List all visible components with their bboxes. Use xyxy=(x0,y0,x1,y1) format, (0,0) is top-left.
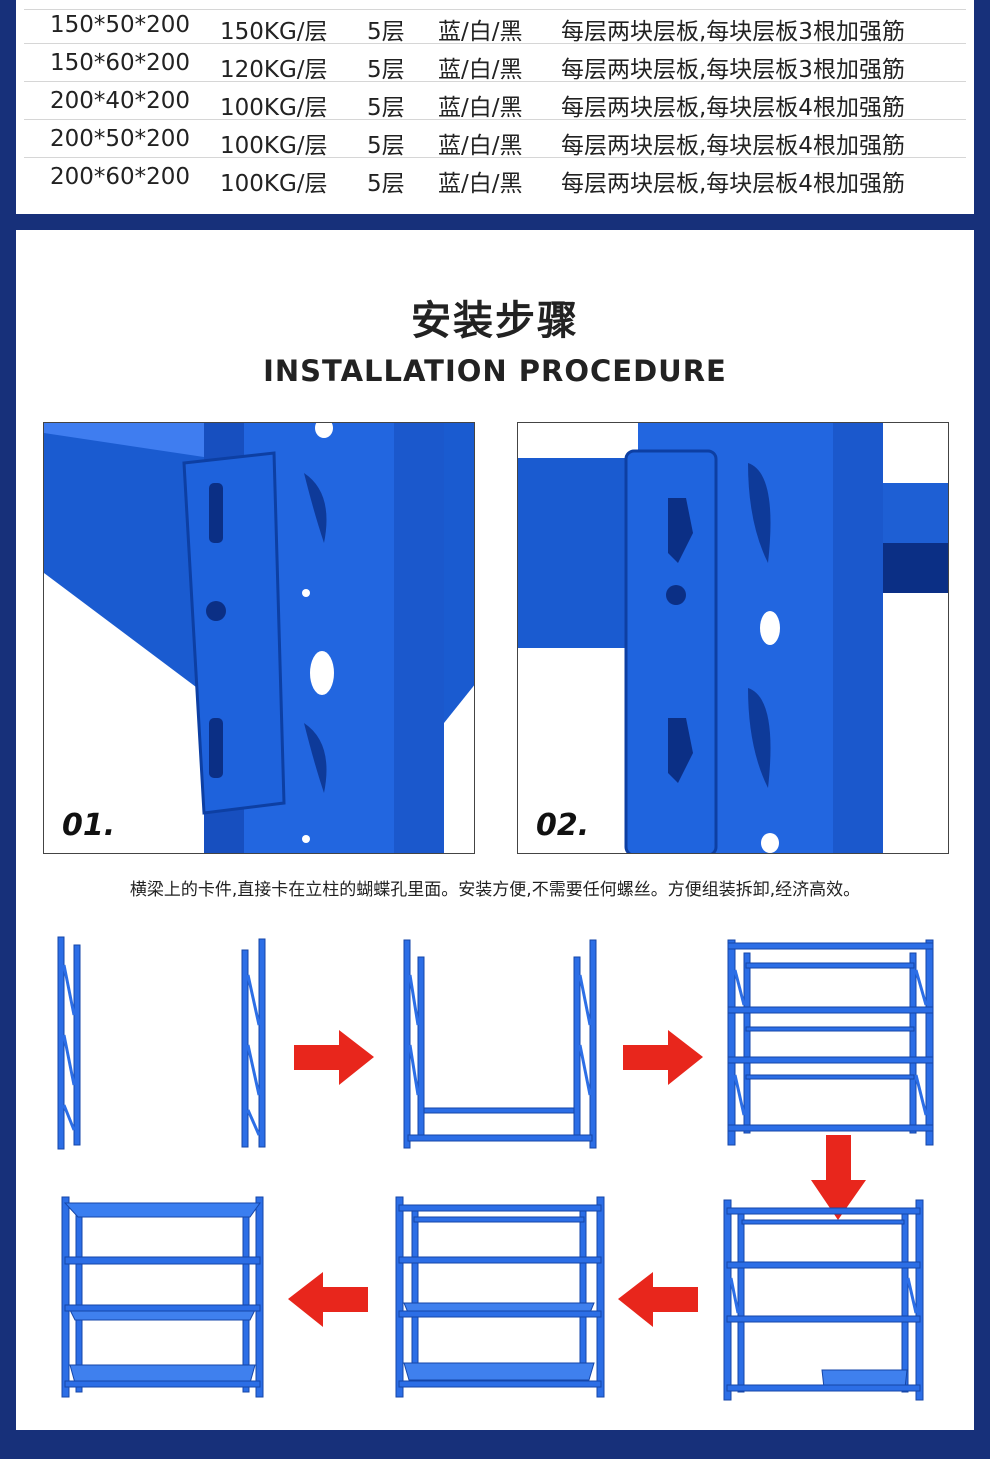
detail-photo-2: 02. xyxy=(517,422,949,854)
table-row: 200*50*200 100KG/层 5层 蓝/白/黑 每层两块层板,每块层板4… xyxy=(24,120,966,159)
section-title-cn: 安装步骤 xyxy=(411,298,579,344)
spec-color: 蓝/白/黑 xyxy=(438,19,523,45)
detail-photo-1: 01. xyxy=(43,422,475,854)
spec-color: 蓝/白/黑 xyxy=(438,171,523,197)
arrow-right-icon xyxy=(294,1030,374,1085)
arrow-down-icon xyxy=(811,1135,866,1220)
spec-size: 150*60*200 xyxy=(50,50,191,76)
installation-caption: 横梁上的卡件,直接卡在立柱的蝴蝶孔里面。安装方便,不需要任何螺丝。方便组装拆卸,… xyxy=(129,880,861,900)
step2-frames-with-beam-image xyxy=(403,939,597,1149)
beam-clip-closeup-1 xyxy=(44,423,474,853)
step1-side-frames-image xyxy=(57,936,266,1150)
spec-color: 蓝/白/黑 xyxy=(438,57,523,83)
section-title-en: INSTALLATION PROCEDURE xyxy=(263,354,727,388)
spec-size: 200*50*200 xyxy=(50,126,191,152)
spec-load: 100KG/层 xyxy=(220,171,328,197)
spec-desc: 每层两块层板,每块层板4根加强筋 xyxy=(561,171,905,197)
spec-layers: 5层 xyxy=(367,57,405,83)
spec-size: 200*40*200 xyxy=(50,88,191,114)
spec-layers: 5层 xyxy=(367,19,405,45)
photo-number-label: 01. xyxy=(62,808,116,843)
photo-number-label: 02. xyxy=(536,808,590,843)
spec-load: 100KG/层 xyxy=(220,133,328,159)
arrow-left-icon xyxy=(288,1272,368,1327)
step5-rack-with-shelves-image xyxy=(395,1196,605,1398)
step4-rack-first-shelf-image xyxy=(723,1199,924,1401)
spec-load: 150KG/层 xyxy=(220,19,328,45)
table-row: 200*60*200 100KG/层 5层 蓝/白/黑 每层两块层板,每块层板4… xyxy=(24,158,966,197)
table-row: 150*50*200 150KG/层 5层 蓝/白/黑 每层两块层板,每块层板3… xyxy=(24,6,966,45)
spec-load: 120KG/层 xyxy=(220,57,328,83)
spec-size: 200*60*200 xyxy=(50,164,191,190)
spec-desc: 每层两块层板,每块层板4根加强筋 xyxy=(561,95,905,121)
spec-size: 150*50*200 xyxy=(50,12,191,38)
spec-color: 蓝/白/黑 xyxy=(438,133,523,159)
spec-desc: 每层两块层板,每块层板4根加强筋 xyxy=(561,133,905,159)
spec-table-panel: 150*50*200 150KG/层 5层 蓝/白/黑 每层两块层板,每块层板3… xyxy=(16,0,974,214)
beam-clip-closeup-2 xyxy=(518,423,948,853)
arrow-right-icon xyxy=(623,1030,703,1085)
spec-layers: 5层 xyxy=(367,133,405,159)
spec-row-partial xyxy=(24,0,966,10)
spec-desc: 每层两块层板,每块层板3根加强筋 xyxy=(561,19,905,45)
spec-load: 100KG/层 xyxy=(220,95,328,121)
spec-layers: 5层 xyxy=(367,95,405,121)
installation-panel: 安装步骤 INSTALLATION PROCEDURE 01. xyxy=(16,230,974,1430)
step3-frame-with-beams-image xyxy=(727,939,934,1146)
spec-color: 蓝/白/黑 xyxy=(438,95,523,121)
table-row: 150*60*200 120KG/层 5层 蓝/白/黑 每层两块层板,每块层板3… xyxy=(24,44,966,83)
spec-layers: 5层 xyxy=(367,171,405,197)
arrow-left-icon xyxy=(618,1272,698,1327)
step6-finished-rack-image xyxy=(61,1196,264,1398)
spec-desc: 每层两块层板,每块层板3根加强筋 xyxy=(561,57,905,83)
table-row: 200*40*200 100KG/层 5层 蓝/白/黑 每层两块层板,每块层板4… xyxy=(24,82,966,121)
